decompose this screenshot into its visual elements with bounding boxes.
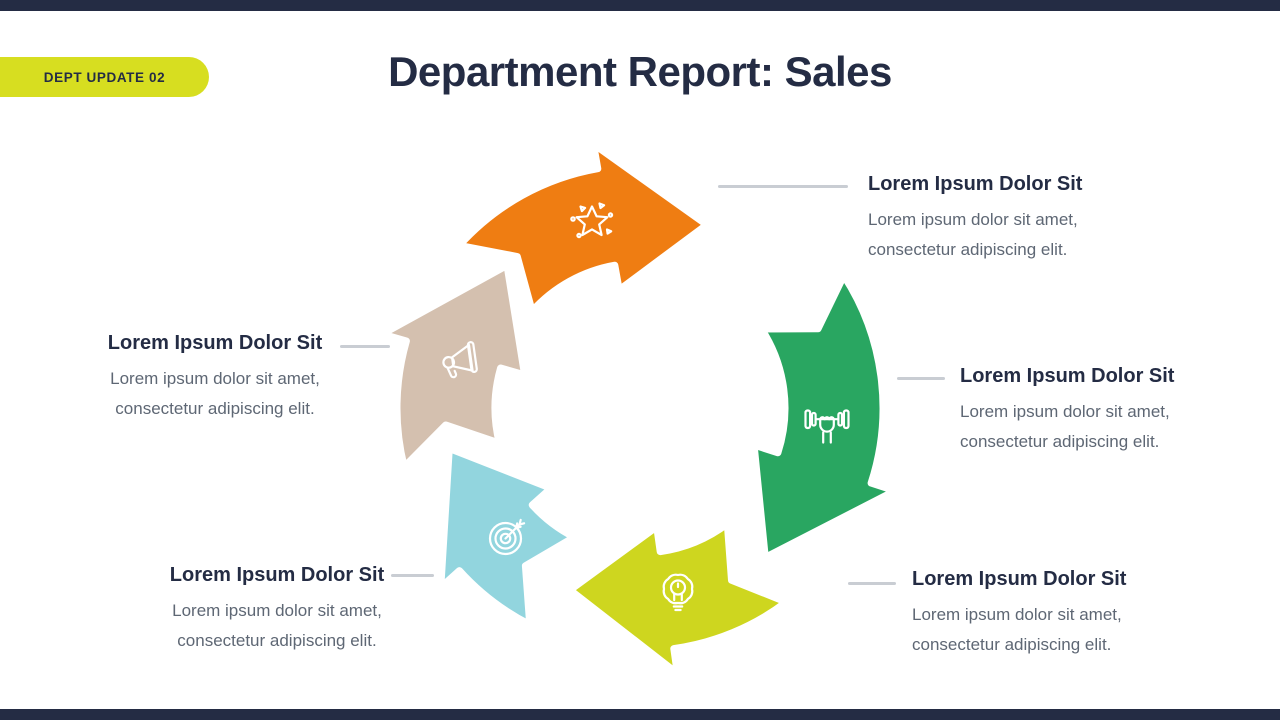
label-body: Lorem ipsum dolor sit amet, consectetur … [172,601,382,650]
label-block-top-right: Lorem Ipsum Dolor Sit Lorem ipsum dolor … [868,172,1123,265]
cycle-arrow-bottom-right [566,520,790,677]
label-heading: Lorem Ipsum Dolor Sit [169,564,385,586]
label-body: Lorem ipsum dolor sit amet, consectetur … [868,210,1078,259]
label-body: Lorem ipsum dolor sit amet, consectetur … [960,402,1170,451]
label-block-bottom-right: Lorem Ipsum Dolor Sit Lorem ipsum dolor … [912,567,1167,660]
connector-line-bottom-left [391,574,434,577]
label-block-bottom-left: Lorem Ipsum Dolor Sit Lorem ipsum dolor … [132,563,422,656]
connector-line-right [897,377,945,380]
label-body: Lorem ipsum dolor sit amet, consectetur … [110,369,320,418]
connector-line-bottom-right [848,582,896,585]
cycle-arrow-right [750,272,899,561]
label-body: Lorem ipsum dolor sit amet, consectetur … [912,605,1122,654]
label-heading: Lorem Ipsum Dolor Sit [107,332,323,354]
label-heading: Lorem Ipsum Dolor Sit [912,568,1127,590]
label-block-left: Lorem Ipsum Dolor Sit Lorem ipsum dolor … [70,331,360,424]
top-edge-bar [0,0,1280,11]
bottom-edge-bar [0,709,1280,720]
star-icon [570,202,614,239]
page-title: Department Report: Sales [388,48,892,95]
slide-tag-badge: DEPT UPDATE 02 [0,57,209,97]
dumbbell-icon [804,409,850,444]
badge-label: DEPT UPDATE 02 [43,69,166,85]
label-block-right: Lorem Ipsum Dolor Sit Lorem ipsum dolor … [960,364,1215,457]
label-heading: Lorem Ipsum Dolor Sit [960,365,1175,387]
connector-line-top-right [718,185,848,188]
megaphone-icon [442,341,478,379]
lightbulb-icon [662,573,694,612]
connector-line-left [340,345,390,348]
target-icon [488,518,526,556]
label-heading: Lorem Ipsum Dolor Sit [868,173,1083,195]
